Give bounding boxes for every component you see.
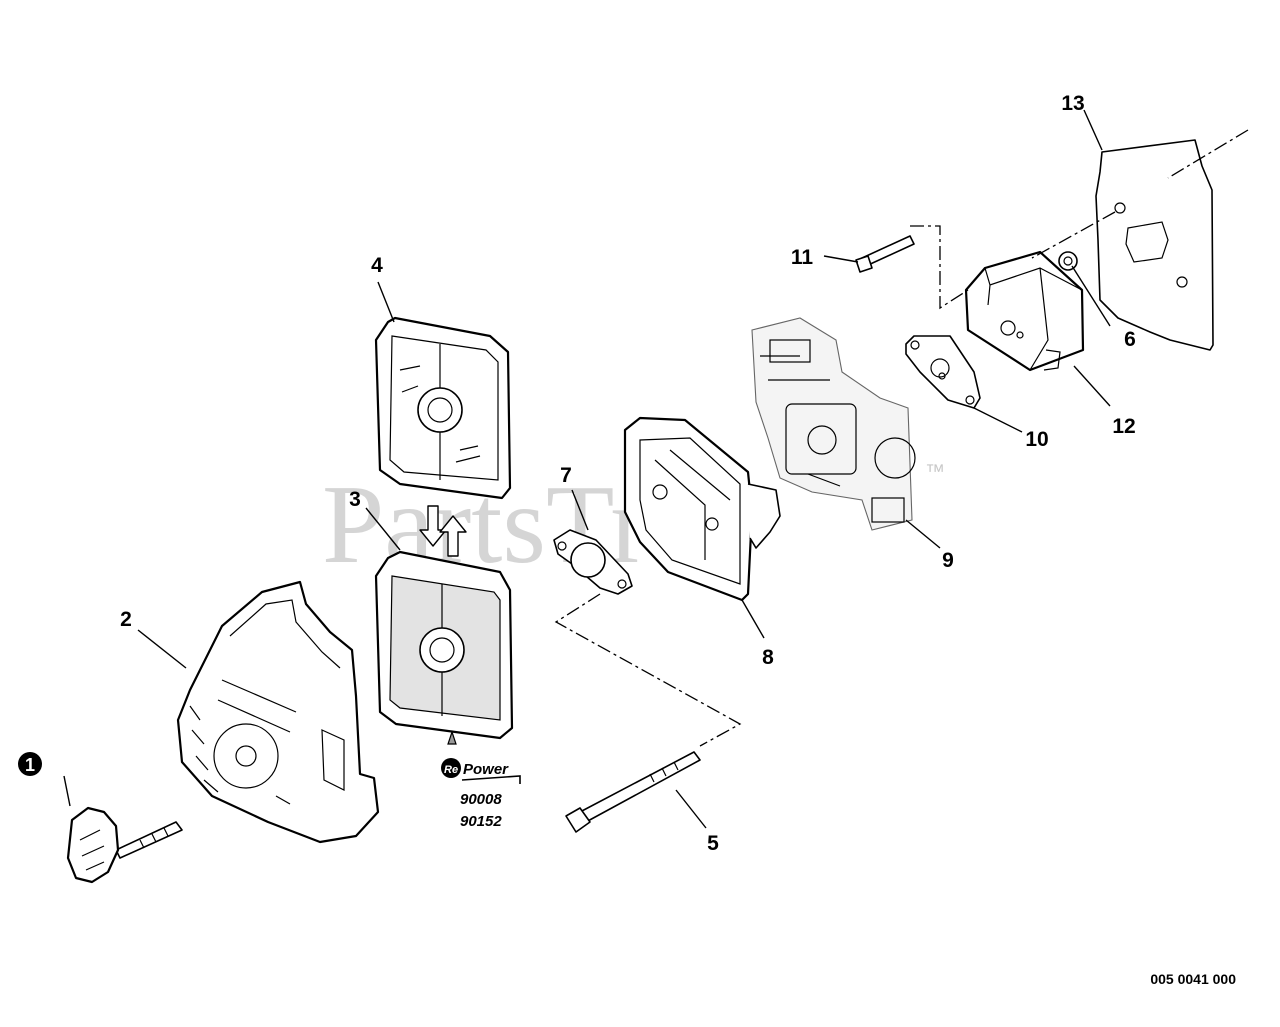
part-2-cover [176, 580, 380, 844]
callout-13: 13 [1061, 92, 1084, 115]
interchange-arrows [419, 505, 467, 557]
part-9-carburetor [751, 317, 916, 531]
callout-7: 7 [560, 464, 572, 487]
callout-3: 3 [349, 488, 361, 511]
callout-6: 6 [1124, 328, 1136, 351]
part-5-bolt [565, 751, 701, 833]
part-7-plate [553, 529, 633, 595]
assembly-lines [554, 129, 1249, 747]
part-4-filter [374, 316, 512, 500]
repower-logo-text: Power [463, 761, 509, 778]
callout-2: 2 [120, 608, 132, 631]
part-13-gasket [1095, 139, 1214, 351]
repower-part-number-1: 90008 [460, 791, 502, 808]
callout-11: 11 [791, 246, 814, 269]
repower-logo-prefix: Re [444, 764, 458, 776]
callout-10: 10 [1025, 428, 1048, 451]
callout-8: 8 [762, 646, 774, 669]
part-1-knob [66, 806, 183, 884]
callouts: 1 2 3 4 5 6 7 8 9 10 11 12 13 [18, 92, 1136, 855]
drawing-code: 005 0041 000 [1150, 971, 1236, 987]
repower-logo-icon [441, 758, 461, 778]
watermark-trademark: ™ [925, 461, 945, 483]
part-12-insulator [964, 250, 1085, 372]
part-11-screw [855, 235, 915, 273]
part-10-gasket [905, 335, 981, 409]
callout-12: 12 [1112, 415, 1135, 438]
part-3-filter [374, 550, 514, 740]
repower-badge: Re Power 90008 90152 [441, 730, 521, 830]
callout-4: 4 [371, 254, 383, 277]
repower-part-number-2: 90152 [460, 813, 502, 830]
callout-9: 9 [942, 549, 954, 572]
callout-1-circle [18, 752, 42, 776]
callout-1: 1 [25, 755, 35, 775]
part-6-nut [1058, 251, 1078, 271]
part-8-case [623, 416, 781, 602]
callout-5: 5 [707, 832, 719, 855]
leader-lines [63, 109, 1111, 829]
